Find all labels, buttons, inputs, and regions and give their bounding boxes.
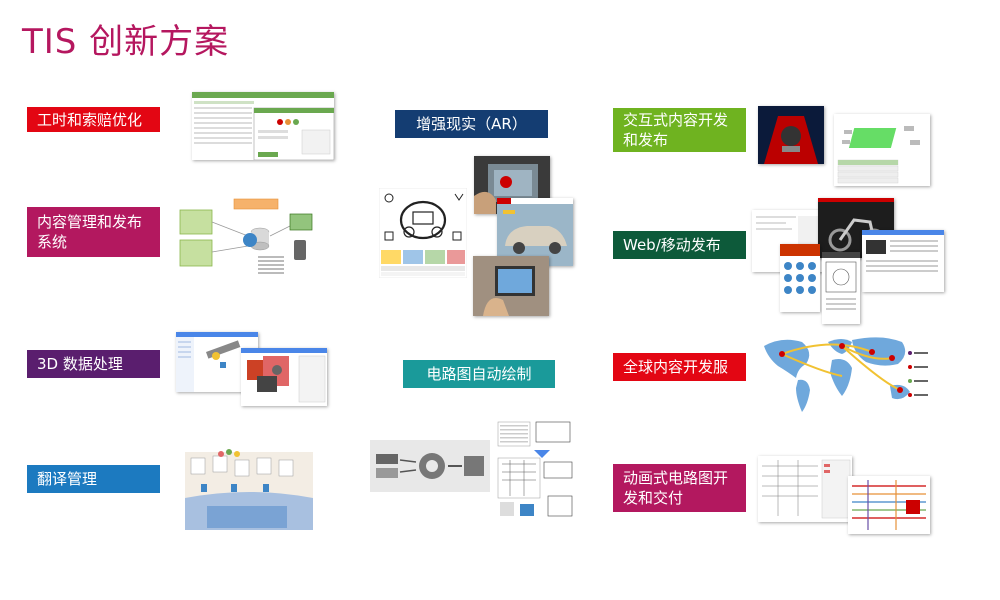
content-mgmt-diagram-image — [178, 196, 333, 286]
animated-circuit-back-image — [758, 456, 852, 522]
label-labor-claims[interactable]: 工时和索赔优化 — [27, 107, 160, 132]
labor-screenshot-image — [192, 92, 334, 160]
mobile-screenshot-icons-image — [780, 244, 820, 312]
ar-photo-car-image — [497, 198, 573, 266]
ar-photo-tablet-image — [473, 256, 549, 316]
label-circuit-auto[interactable]: 电路图自动绘制 — [403, 360, 555, 388]
label-content-management[interactable]: 内容管理和发布系统 — [27, 207, 160, 257]
mobile-screenshot-diagram-image — [822, 252, 860, 324]
world-map-image — [762, 332, 930, 416]
web-screenshot-browser-image — [862, 230, 944, 292]
translation-diagram-image — [181, 448, 317, 534]
label-translation[interactable]: 翻译管理 — [27, 465, 160, 493]
label-3d-data[interactable]: 3D 数据处理 — [27, 350, 160, 378]
label-interactive-content[interactable]: 交互式内容开发和发布 — [613, 108, 746, 152]
interactive-3d-dark-image — [758, 106, 824, 164]
page-title: TIS 创新方案 — [22, 22, 230, 62]
label-global-content[interactable]: 全球内容开发服 — [613, 353, 746, 381]
ar-cap-diagram-image — [379, 188, 467, 278]
interactive-3d-parts-image — [834, 114, 930, 186]
3d-engine-screenshot-image — [241, 348, 327, 406]
label-ar[interactable]: 增强现实（AR） — [395, 110, 548, 138]
label-web-mobile[interactable]: Web/移动发布 — [613, 231, 746, 259]
circuit-diagram-image — [370, 440, 490, 492]
circuit-output-image — [496, 420, 574, 520]
label-animated-circuit[interactable]: 动画式电路图开发和交付 — [613, 464, 746, 512]
animated-circuit-front-image — [848, 476, 930, 534]
